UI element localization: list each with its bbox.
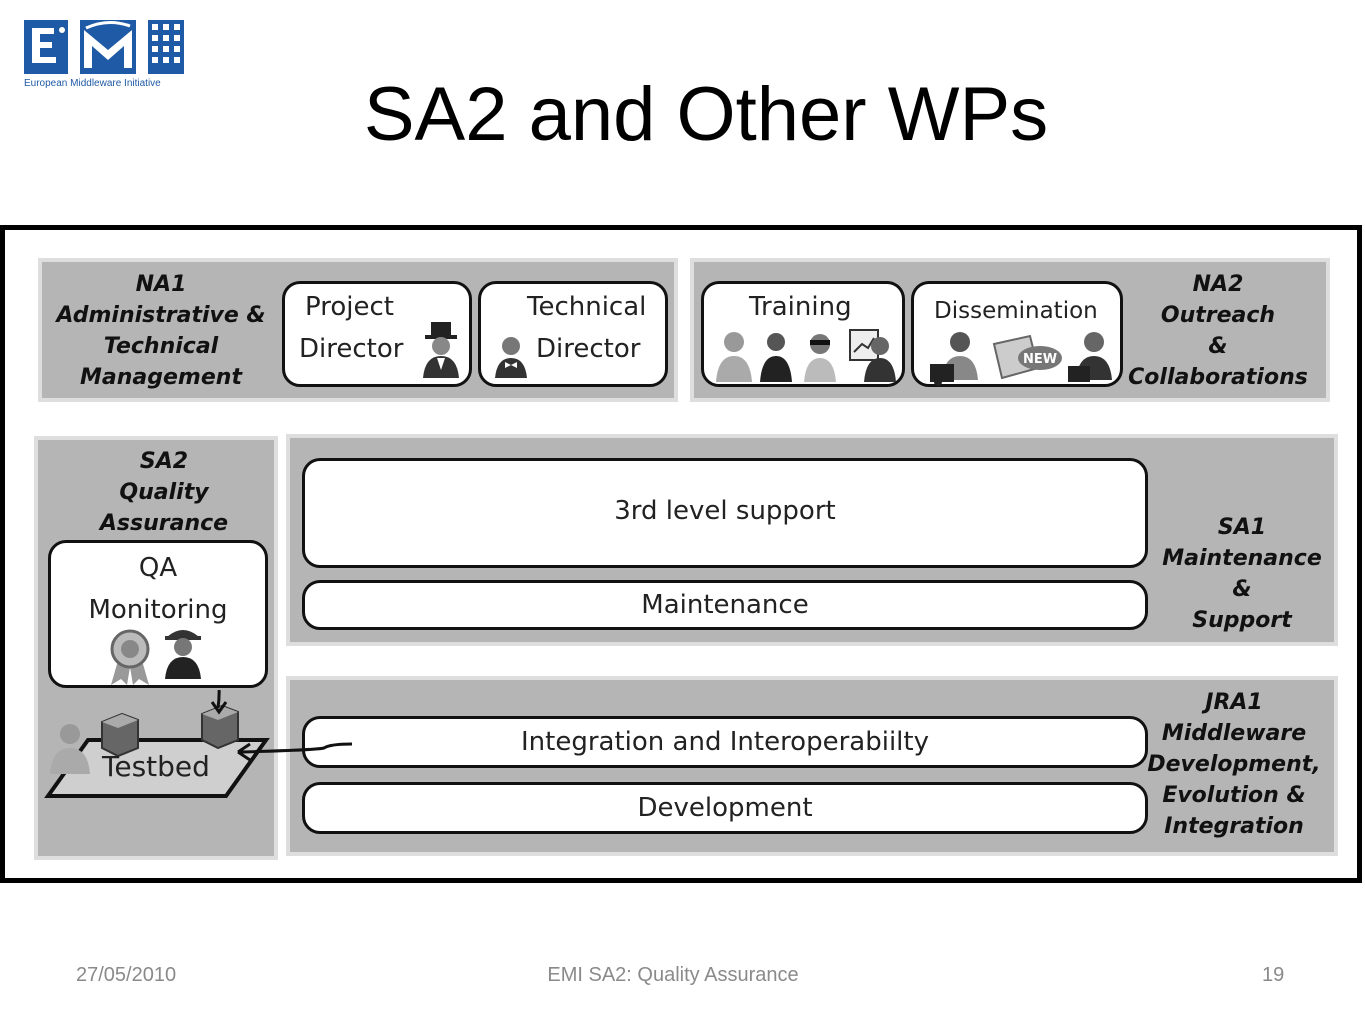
- award-ribbon-icon: [110, 629, 150, 685]
- person-bowtie-icon: [495, 337, 527, 378]
- training-label: Training: [749, 292, 852, 322]
- training-box: Training: [701, 281, 905, 387]
- sa2-label: SA2 Quality Assurance: [99, 449, 229, 536]
- project-director-box: Project Director: [282, 281, 472, 387]
- emi-logo-graphic: [24, 20, 184, 74]
- integration-label: Integration and Interoperabiilty: [521, 727, 929, 757]
- project-director-line1: Project: [305, 292, 394, 322]
- dissemination-label: Dissemination: [934, 298, 1098, 324]
- na1-label: NA1 Administrative & Technical Managemen…: [56, 272, 266, 390]
- integration-to-testbed-arrow: [237, 742, 353, 762]
- sa1-label: SA1 Maintenance & Support: [1162, 515, 1322, 633]
- dissemination-box: Dissemination NEW: [911, 281, 1123, 387]
- emi-logo: European Middleware Initiative: [22, 16, 187, 96]
- testbed-label: Testbed: [102, 750, 210, 783]
- training-people-icon: [716, 329, 896, 382]
- technician-icon: [50, 724, 90, 774]
- new-badge: NEW: [1023, 352, 1057, 367]
- inspector-person-icon: [165, 630, 201, 679]
- technical-director-line1: Technical: [527, 292, 647, 322]
- project-director-line2: Director: [299, 334, 404, 364]
- footer-date: 27/05/2010: [76, 964, 177, 986]
- qa-monitoring-line2: Monitoring: [88, 595, 228, 625]
- qa-monitoring-box: QA Monitoring: [48, 540, 268, 688]
- third-level-support-box: 3rd level support: [302, 458, 1148, 568]
- na2-label: NA2 Outreach & Collaborations: [1128, 272, 1308, 390]
- development-box: Development: [302, 782, 1148, 834]
- footer-title: EMI SA2: Quality Assurance: [547, 964, 799, 986]
- development-label: Development: [637, 793, 813, 823]
- integration-box: Integration and Interoperabiilty: [302, 716, 1148, 768]
- slide-title: SA2 and Other WPs: [363, 72, 1049, 157]
- maintenance-label: Maintenance: [641, 590, 809, 620]
- person-tophat-icon: [423, 322, 459, 378]
- third-level-support-label: 3rd level support: [614, 496, 836, 526]
- testbed-graphic: [44, 690, 270, 798]
- qa-monitoring-line1: QA: [138, 553, 178, 583]
- logo-caption: European Middleware Initiative: [24, 78, 161, 89]
- footer-page-number: 19: [1262, 964, 1285, 986]
- technical-director-line2: Director: [536, 334, 641, 364]
- maintenance-box: Maintenance: [302, 580, 1148, 630]
- technical-director-box: Technical Director: [478, 281, 668, 387]
- jra1-label: JRA1 Middleware Development, Evolution &…: [1147, 690, 1321, 839]
- dissemination-people-icon: NEW: [930, 332, 1112, 386]
